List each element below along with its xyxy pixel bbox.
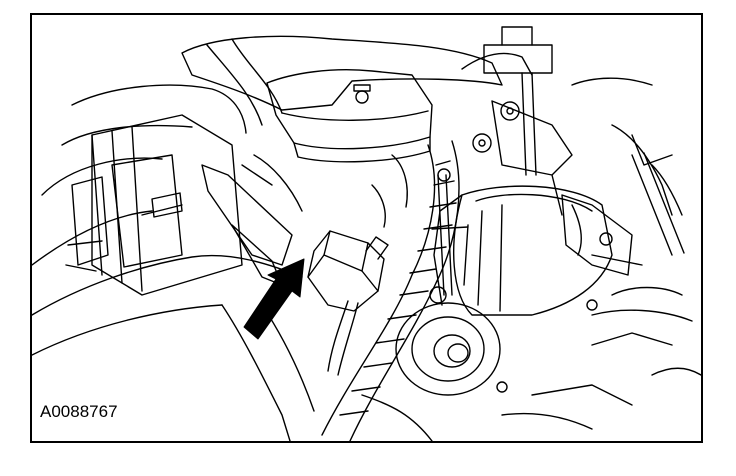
upper-right-connector [472, 26, 653, 176]
wiring-harness [321, 140, 460, 441]
figure-id-label: A0088767 [38, 402, 120, 422]
sensor-connector [307, 230, 389, 376]
intake-plenum [181, 35, 533, 163]
control-module [65, 114, 243, 296]
callout-arrow [243, 258, 305, 340]
engine-line-drawing [32, 26, 701, 441]
starter-motor [395, 168, 613, 396]
right-bracket-assembly [531, 124, 701, 406]
mounting-bracket [201, 154, 303, 286]
illustration-frame: A0088767 [30, 13, 703, 443]
